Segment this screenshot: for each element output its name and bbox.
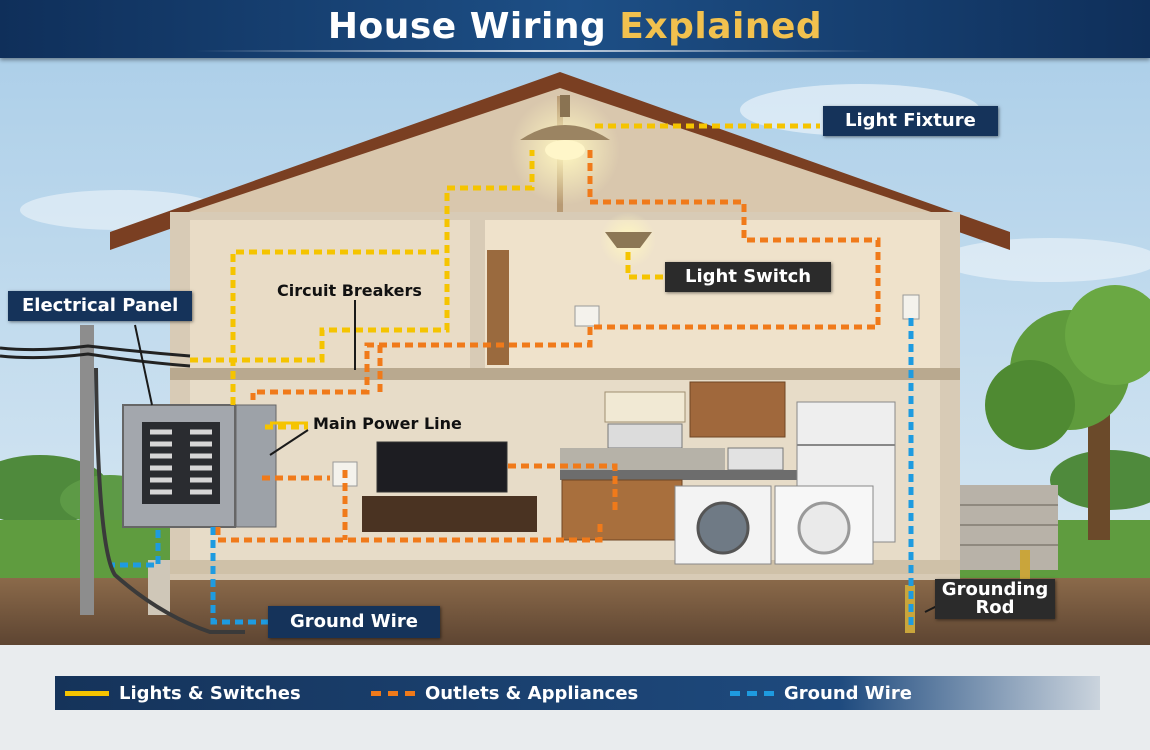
breaker-switches <box>150 429 212 495</box>
upper-room-right <box>485 220 940 370</box>
ground-wiring <box>110 318 914 628</box>
floor-slab <box>170 368 960 380</box>
upper-cabinet-wood <box>689 381 786 438</box>
lower-cabinet <box>561 479 683 541</box>
title-underline <box>195 50 875 52</box>
outlet-wire <box>508 463 618 512</box>
title-bar <box>0 0 1150 58</box>
legend-label-outlets: Outlets & Appliances <box>425 682 639 704</box>
label-electrical-panel: Electrical Panel <box>8 291 193 321</box>
label-grounding-rod: Grounding Rod <box>935 579 1055 619</box>
outlet-upper-left <box>574 305 600 327</box>
grounding-rod-stub <box>1020 550 1030 585</box>
lights-wire <box>190 150 535 363</box>
legend-label-ground: Ground Wire <box>784 682 912 704</box>
small-ceiling-light <box>605 232 652 248</box>
outlets-appliances-wiring <box>215 150 881 543</box>
upper-cabinet <box>604 391 686 423</box>
kitchen-counter <box>560 470 800 480</box>
ceiling-lamp-stem <box>560 95 570 117</box>
television <box>376 441 508 493</box>
outlet-wire <box>215 520 603 543</box>
leader-electrical-panel <box>134 324 153 406</box>
title-part-2: Explained <box>619 6 823 47</box>
garden-wall-brick-lines <box>958 504 1058 546</box>
label-ground-wire: Ground Wire <box>268 606 440 638</box>
leader-main-power-line <box>269 429 309 456</box>
label-circuit-breakers: Circuit Breakers <box>277 281 422 300</box>
service-drop-wire <box>0 344 191 358</box>
utility-pole-base <box>148 560 170 615</box>
page-title: House Wiring Explained <box>0 6 1150 47</box>
dryer-door <box>797 501 851 555</box>
legend-swatch-ground <box>730 690 774 696</box>
tv-stand <box>362 496 537 532</box>
ceiling-lamp-bulb <box>545 140 585 160</box>
legend-item-outlets: Outlets & Appliances <box>371 676 638 710</box>
ground-wire <box>210 527 280 625</box>
legend: Lights & Switches Outlets & Appliances G… <box>55 676 1100 710</box>
legend-swatch-lights <box>65 690 109 696</box>
outlet-wire <box>587 150 881 330</box>
label-light-switch: Light Switch <box>665 262 832 292</box>
ceiling-lamp <box>520 125 610 140</box>
legend-item-ground: Ground Wire <box>730 676 912 710</box>
outlet-upper-right <box>902 294 920 320</box>
utility-pole <box>80 325 94 615</box>
label-main-power-line: Main Power Line <box>313 414 462 433</box>
label-grounding-rod-line-2: Rod <box>975 597 1015 618</box>
cloud <box>940 238 1150 282</box>
interior-door <box>487 250 509 365</box>
service-cable <box>94 367 245 634</box>
ground-wire <box>110 530 161 568</box>
tree-foliage <box>985 360 1075 450</box>
legend-item-lights: Lights & Switches <box>65 676 301 710</box>
lights-wire <box>230 249 440 405</box>
label-grounding-rod-line-1: Grounding <box>941 579 1049 600</box>
legend-swatch-outlets <box>371 690 415 696</box>
tree-foliage <box>1065 285 1150 385</box>
label-light-fixture: Light Fixture <box>823 106 998 136</box>
microwave <box>607 423 683 449</box>
lights-switches-wiring <box>190 123 820 430</box>
outlet-wire <box>250 327 593 400</box>
toaster-oven <box>727 447 784 471</box>
legend-label-lights: Lights & Switches <box>119 682 301 704</box>
backsplash <box>560 448 725 470</box>
service-drop-wire <box>0 352 191 368</box>
title-part-1: House Wiring <box>327 6 607 47</box>
washing-machine-door <box>696 501 750 555</box>
garden-wall <box>958 485 1058 570</box>
